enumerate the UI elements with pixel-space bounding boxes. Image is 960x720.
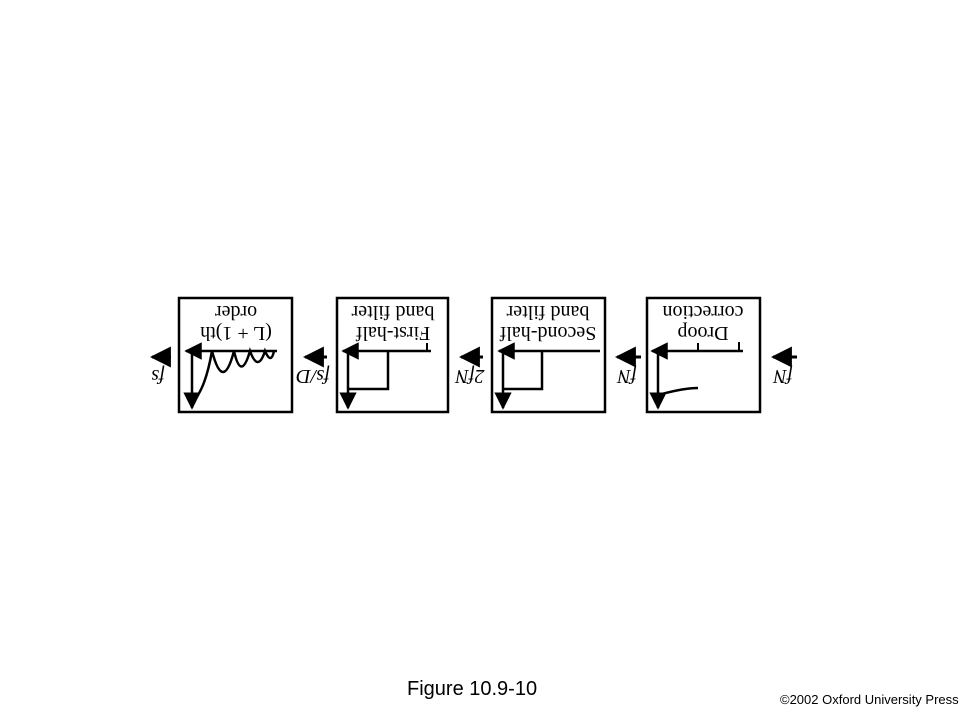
figure-caption: Figure 10.9-10 xyxy=(407,678,538,700)
order-response-curve xyxy=(191,346,276,403)
order-label-line1: (L + 1)th xyxy=(200,322,272,344)
signal-label-3: fN xyxy=(616,365,637,387)
first-half-label-line1: First-half xyxy=(355,322,430,344)
droop-curve xyxy=(661,386,699,396)
first-half-passband xyxy=(348,351,390,391)
block-droop-correction: Droop correction xyxy=(645,296,762,414)
block-first-half-filter: First-half band filter xyxy=(335,296,450,414)
signal-label-2: 2fN xyxy=(454,365,485,387)
signal-label-in: fs xyxy=(151,365,165,387)
second-half-label-line1: Second-half xyxy=(499,322,596,344)
signal-label-1: fs/D xyxy=(296,365,330,387)
copyright-notice: ©2002 Oxford University Press xyxy=(780,692,959,707)
droop-label-line2: correction xyxy=(662,301,743,323)
second-half-passband xyxy=(503,351,544,391)
rotated-diagram: Droop correction Second-half band filter… xyxy=(149,296,797,414)
droop-label-line1: Droop xyxy=(677,322,728,344)
second-half-label-line2: band filter xyxy=(506,301,589,323)
block-second-half-filter: Second-half band filter xyxy=(490,296,607,414)
signal-label-out: fN xyxy=(772,365,793,387)
first-half-label-line2: band filter xyxy=(351,301,434,323)
block-order: (L + 1)th order xyxy=(177,296,294,414)
order-label-line2: order xyxy=(215,301,258,323)
